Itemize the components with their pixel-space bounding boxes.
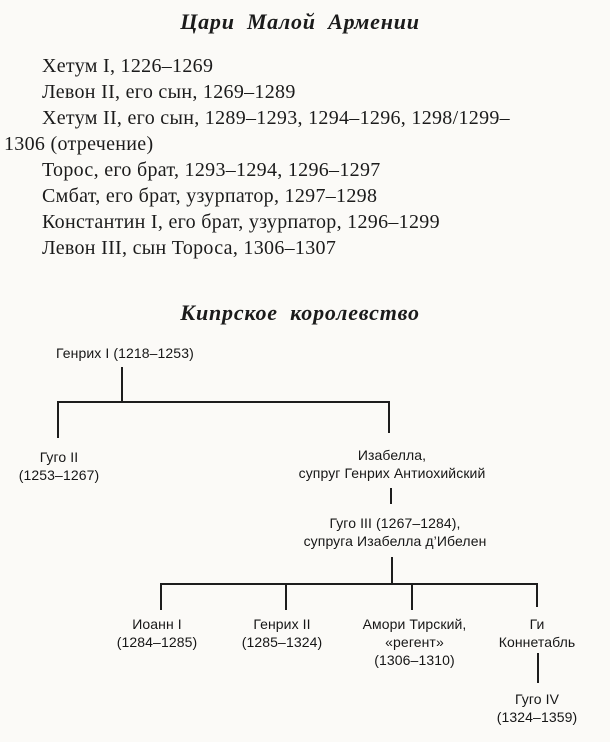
- tree-node-gugo3-spouse: супруга Изабелла д’Ибелен: [303, 533, 487, 549]
- tree-connector-izabella-drop: [388, 401, 390, 433]
- tree-connector-gi-gugo4: [537, 653, 539, 683]
- tree-connector-amori-drop: [411, 583, 413, 610]
- tree-node-izabella-spouse: супруг Генрих Антиохийский: [298, 465, 486, 481]
- king-entry-toros: Торос, его брат, 1293–1294, 1296–1297: [42, 159, 381, 181]
- tree-connector-ioann1-drop: [160, 583, 162, 610]
- tree-node-gi-title: Коннетабль: [498, 634, 576, 650]
- king-entry-konstantin1: Константин I, его брат, узурпатор, 1296–…: [42, 211, 440, 233]
- tree-node-gugo3: Гуго III (1267–1284), супруга Изабелла д…: [285, 514, 505, 550]
- tree-node-genrih2-name: Генрих II: [253, 616, 311, 632]
- tree-node-amori: Амори Тирский, «регент» (1306–1310): [344, 615, 485, 669]
- tree-node-genrih2-dates: (1285–1324): [241, 634, 323, 650]
- tree-connector-genrih1-drop: [121, 367, 123, 402]
- armenia-kings-list: Хетум I, 1226–1269 Левон II, его сын, 12…: [4, 53, 570, 261]
- cyprus-section-title: Кипрское королевство: [180, 300, 420, 325]
- tree-node-amori-dates: (1306–1310): [374, 652, 455, 668]
- tree-node-ioann1-dates: (1284–1285): [116, 634, 198, 650]
- tree-connector-gugo3-drop: [391, 557, 393, 584]
- tree-node-gugo2-dates: (1253–1267): [18, 467, 100, 483]
- king-entry-hetum1: Хетум I, 1226–1269: [42, 55, 214, 77]
- tree-node-gugo4: Гуго IV (1324–1359): [487, 690, 587, 726]
- tree-node-ioann1-name: Иоанн I: [132, 616, 182, 632]
- armenia-section-title: Цари Малой Армении: [180, 9, 420, 34]
- tree-node-gi-name: Ги: [529, 616, 545, 632]
- tree-connector-fork1-bar: [57, 401, 390, 403]
- tree-node-gugo4-name: Гуго IV: [514, 691, 560, 707]
- tree-node-izabella-name: Изабелла,: [357, 447, 427, 463]
- tree-node-genrih2: Генрих II (1285–1324): [222, 615, 342, 651]
- tree-node-gugo2: Гуго II (1253–1267): [0, 448, 118, 484]
- tree-node-gugo3-name: Гуго III (1267–1284),: [329, 515, 461, 531]
- king-entry-levon2: Левон II, его сын, 1269–1289: [42, 81, 296, 103]
- tree-node-gi: Ги Коннетабль: [487, 615, 587, 651]
- tree-connector-fork2-bar: [160, 583, 538, 585]
- tree-node-amori-regent: «регент»: [385, 634, 444, 650]
- king-entry-smbat: Смбат, его брат, узурпатор, 1297–1298: [42, 185, 378, 207]
- tree-node-amori-name: Амори Тирский,: [362, 616, 467, 632]
- king-entry-hetum2: Хетум II, его сын, 1289–1293, 1294–1296,…: [42, 107, 510, 129]
- tree-node-genrih1: Генрих I (1218–1253): [56, 345, 194, 361]
- tree-node-ioann1: Иоанн I (1284–1285): [97, 615, 217, 651]
- king-entry-hetum2-continuation: 1306 (отречение): [4, 133, 154, 155]
- tree-connector-genrih2-drop: [285, 583, 287, 610]
- tree-connector-gugo2-drop: [57, 401, 59, 438]
- tree-node-gugo2-name: Гуго II: [39, 449, 79, 465]
- king-entry-levon3: Левон III, сын Тороса, 1306–1307: [42, 237, 337, 259]
- tree-node-gugo4-dates: (1324–1359): [496, 709, 578, 725]
- tree-node-izabella: Изабелла, супруг Генрих Антиохийский: [282, 446, 502, 482]
- tree-connector-izabella-gugo3: [390, 488, 392, 504]
- tree-connector-gi-drop: [536, 583, 538, 607]
